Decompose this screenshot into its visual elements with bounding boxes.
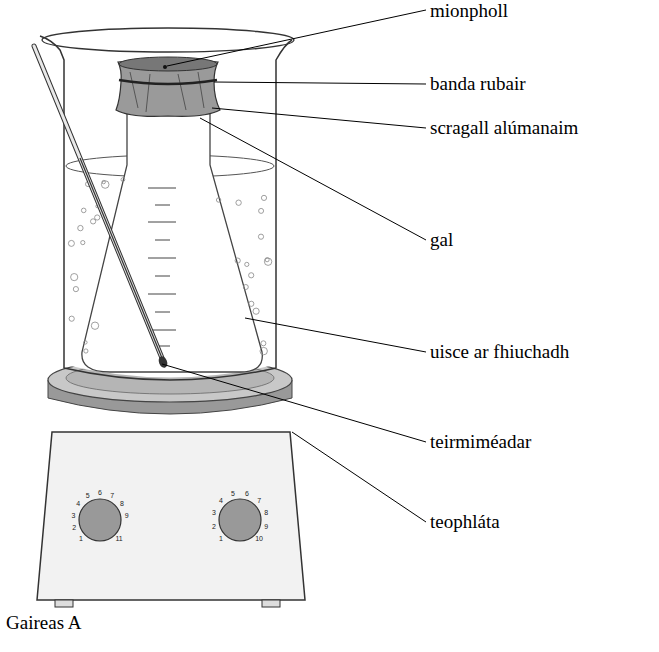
bubble <box>69 316 74 321</box>
dial-number: 9 <box>264 523 268 531</box>
bubble <box>84 349 88 353</box>
dial-number: 2 <box>72 524 76 532</box>
hotplate-foot <box>262 600 280 607</box>
bubble <box>243 285 248 290</box>
dial-number: 4 <box>219 497 223 505</box>
pinhole <box>163 65 167 69</box>
bubble <box>261 341 266 346</box>
dial-number: 8 <box>120 500 124 508</box>
part-label: gal <box>430 229 453 251</box>
bubble <box>91 219 96 224</box>
bubble <box>71 274 78 281</box>
bubble <box>261 195 266 200</box>
bubble <box>216 198 220 202</box>
dial-number: 9 <box>125 512 129 520</box>
dial-number: 6 <box>98 489 102 497</box>
bubble <box>258 234 263 239</box>
bubble <box>236 200 241 205</box>
part-label: teirmiméadar <box>430 431 531 453</box>
hotplate-foot <box>55 600 73 607</box>
foil-creases <box>130 72 204 112</box>
bubble <box>78 225 83 230</box>
beaker <box>40 36 292 380</box>
caption: Gaireas A <box>6 612 81 634</box>
bubble <box>101 181 109 189</box>
bubble <box>73 287 78 292</box>
dial-number: 6 <box>245 490 249 498</box>
hotplate-base <box>37 432 305 600</box>
control-knob <box>219 499 261 541</box>
bubble <box>249 273 254 278</box>
bubble <box>245 262 249 266</box>
bubble <box>121 178 125 182</box>
leader-lines <box>162 10 426 522</box>
dial-number: 7 <box>110 492 114 500</box>
bubble <box>259 208 264 213</box>
bubble <box>91 322 98 329</box>
part-label: banda rubair <box>430 73 525 95</box>
dial-number: 4 <box>76 500 80 508</box>
bubble <box>260 347 267 354</box>
dial-number: 1 <box>219 535 223 543</box>
foil-top <box>119 57 217 71</box>
rubber-band <box>119 80 217 84</box>
dial-number: 2 <box>212 523 216 531</box>
bubble <box>68 240 74 246</box>
dial-number: 8 <box>264 509 268 517</box>
part-label: uisce ar fhiuchadh <box>430 341 569 363</box>
bubble <box>84 341 87 344</box>
bubble <box>249 301 254 306</box>
dial-number: 1 <box>79 535 83 543</box>
bubble <box>81 241 85 245</box>
bubble <box>102 180 105 183</box>
bubble <box>81 208 86 213</box>
part-label: teophláta <box>430 511 500 533</box>
dial-number: 5 <box>231 490 235 498</box>
control-knob <box>79 499 121 541</box>
bubble <box>253 308 259 314</box>
dial-number: 3 <box>212 509 216 517</box>
part-label: scragall alúmanaim <box>430 117 578 139</box>
dial-number: 11 <box>115 535 122 543</box>
bubble <box>264 258 271 265</box>
dial-number: 5 <box>86 492 90 500</box>
dial-number: 3 <box>71 512 75 520</box>
bubble <box>95 215 100 220</box>
dial-number: 7 <box>257 497 261 505</box>
bubble <box>235 258 240 263</box>
flask-graduations <box>148 188 176 346</box>
beaker-rim <box>42 28 294 52</box>
dial-number: 10 <box>255 535 263 543</box>
part-label: mionpholl <box>430 0 508 22</box>
thermometer <box>34 46 169 369</box>
